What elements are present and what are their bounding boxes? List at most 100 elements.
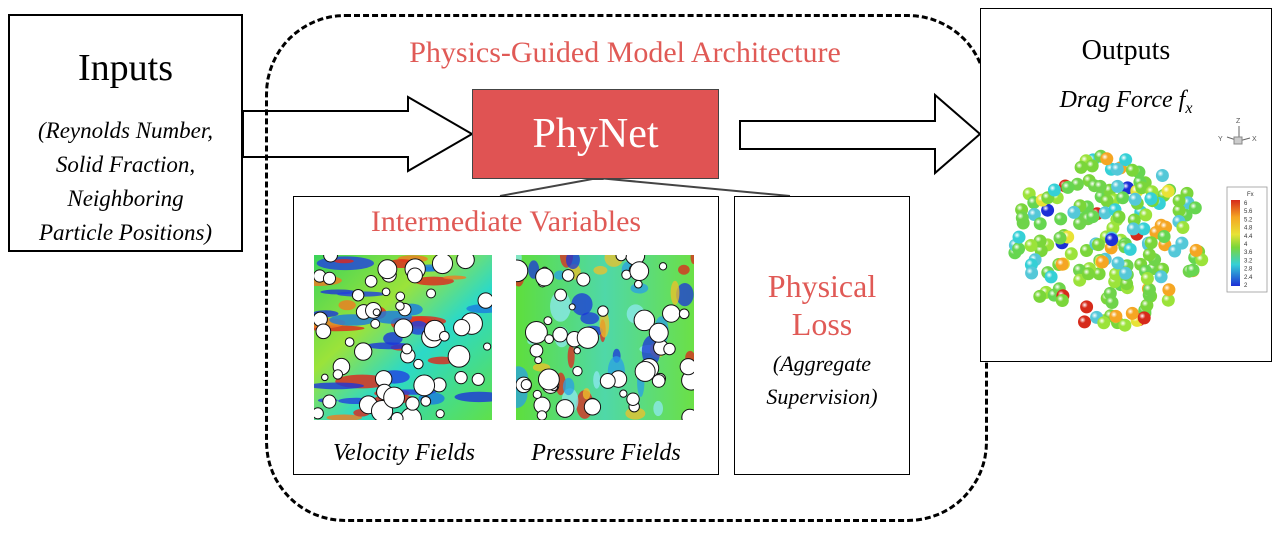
particle-circle: [576, 272, 591, 287]
intermediate-connector: [499, 177, 599, 197]
pressure-patch: [580, 312, 600, 325]
particle-sphere: [1111, 179, 1125, 193]
particle-sphere: [1119, 153, 1133, 167]
particle-circle: [456, 255, 475, 270]
intermediate-title: Intermediate Variables: [370, 205, 642, 238]
particle-circle: [383, 386, 405, 409]
particle-sphere: [1195, 253, 1209, 267]
physical-loss-description: (Aggregate Supervision): [735, 347, 909, 413]
inputs-title: Inputs: [78, 47, 173, 89]
flow-streak: [314, 382, 364, 390]
axis-x-label: X: [1252, 136, 1257, 143]
pressure-patch: [599, 310, 610, 338]
colorbar-tick-label: 6: [1244, 201, 1248, 207]
particle-sphere: [1105, 233, 1119, 247]
physical-loss-box: Physical Loss (Aggregate Supervision): [734, 196, 910, 475]
inputs-description: (Reynolds Number, Solid Fraction, Neighb…: [10, 114, 241, 250]
particle-circle: [648, 322, 669, 343]
particle-sphere: [1086, 210, 1100, 224]
particle-sphere: [1155, 169, 1169, 182]
particle-circle: [555, 399, 575, 418]
particle-circle: [626, 392, 640, 406]
pressure-patch: [593, 265, 608, 275]
particle-sphere: [1186, 263, 1200, 277]
particle-sphere: [1111, 256, 1125, 270]
particle-circle: [534, 356, 543, 365]
input-arrow: [242, 95, 474, 173]
output-arrow: [739, 92, 982, 176]
particle-circle: [554, 288, 567, 302]
particle-sphere: [1033, 217, 1047, 231]
particle-sphere: [1105, 296, 1119, 309]
particle-sphere: [1067, 205, 1081, 219]
pressure-patch: [571, 293, 593, 316]
particle-circle: [662, 304, 681, 323]
particle-circle: [406, 267, 423, 284]
velocity-field-image: [314, 255, 492, 420]
physical-loss-line3: (Aggregate: [772, 351, 872, 376]
particle-circle: [599, 373, 616, 389]
particle-circle: [544, 334, 554, 344]
axes-triad-icon: Z Y X: [1218, 118, 1257, 145]
particle-circle: [454, 371, 468, 385]
particle-circle: [658, 262, 668, 271]
particle-sphere: [1110, 162, 1124, 176]
particle-sphere: [1100, 194, 1114, 208]
particle-circle: [633, 279, 643, 289]
particle-sphere: [1033, 289, 1047, 303]
physical-loss-title: Physical Loss: [735, 267, 909, 343]
pressure-patch: [567, 344, 575, 369]
inputs-box: Inputs (Reynolds Number, Solid Fraction,…: [8, 14, 243, 252]
particle-sphere: [1025, 266, 1039, 280]
particle-circle: [536, 410, 548, 420]
particle-circle: [663, 342, 676, 356]
particle-circle: [370, 318, 381, 329]
particle-circle: [439, 330, 450, 342]
flow-streak: [334, 259, 354, 264]
particle-circle: [471, 372, 485, 386]
pressure-patch: [562, 377, 575, 396]
particle-sphere: [1189, 243, 1203, 257]
particle-circle: [393, 318, 414, 339]
particle-circle: [332, 369, 344, 380]
pressure-patch: [593, 371, 601, 389]
pressure-patch: [676, 283, 694, 307]
particle-sphere: [1176, 221, 1190, 234]
particle-sphere: [1118, 318, 1132, 332]
colorbar-tick-label: 4.4: [1244, 234, 1253, 240]
particle-circle: [377, 259, 398, 280]
particle-sphere: [1140, 298, 1154, 312]
drag-force-label: Drag Force: [1059, 87, 1173, 113]
particle-circle: [543, 316, 553, 326]
particle-sphere: [1085, 159, 1099, 173]
physical-loss-line2: Loss: [791, 306, 853, 342]
particle-sphere: [1161, 184, 1175, 198]
particle-sphere: [1126, 222, 1140, 236]
particle-sphere: [1015, 211, 1029, 225]
particle-circle: [679, 358, 694, 376]
particle-sphere: [1128, 192, 1142, 206]
particle-circle: [532, 389, 542, 400]
particle-circle: [315, 323, 332, 340]
particle-sphere: [1034, 244, 1048, 258]
particle-circle: [576, 326, 599, 349]
particle-circle: [372, 308, 381, 317]
particle-circle: [321, 373, 329, 382]
particle-circle: [322, 394, 337, 409]
particle-circle: [364, 274, 378, 288]
particle-sphere: [1064, 247, 1078, 261]
particle-circle: [619, 389, 628, 398]
particle-sphere: [1188, 201, 1202, 215]
architecture-title: Physics-Guided Model Architecture: [409, 36, 841, 69]
particle-sphere: [1116, 191, 1130, 205]
particle-circle: [413, 374, 436, 397]
physical-loss-line1: Physical: [767, 268, 877, 304]
particle-sphere: [1073, 217, 1087, 230]
particle-sphere: [1091, 238, 1105, 252]
particle-sphere: [1054, 212, 1068, 226]
particle-circle: [314, 407, 324, 420]
particle-circle: [395, 301, 405, 311]
colorbar-legend: Fx 65.65.24.84.443.63.22.82.42: [1226, 186, 1268, 293]
outputs-subtitle: Drag Force fx: [981, 87, 1271, 118]
